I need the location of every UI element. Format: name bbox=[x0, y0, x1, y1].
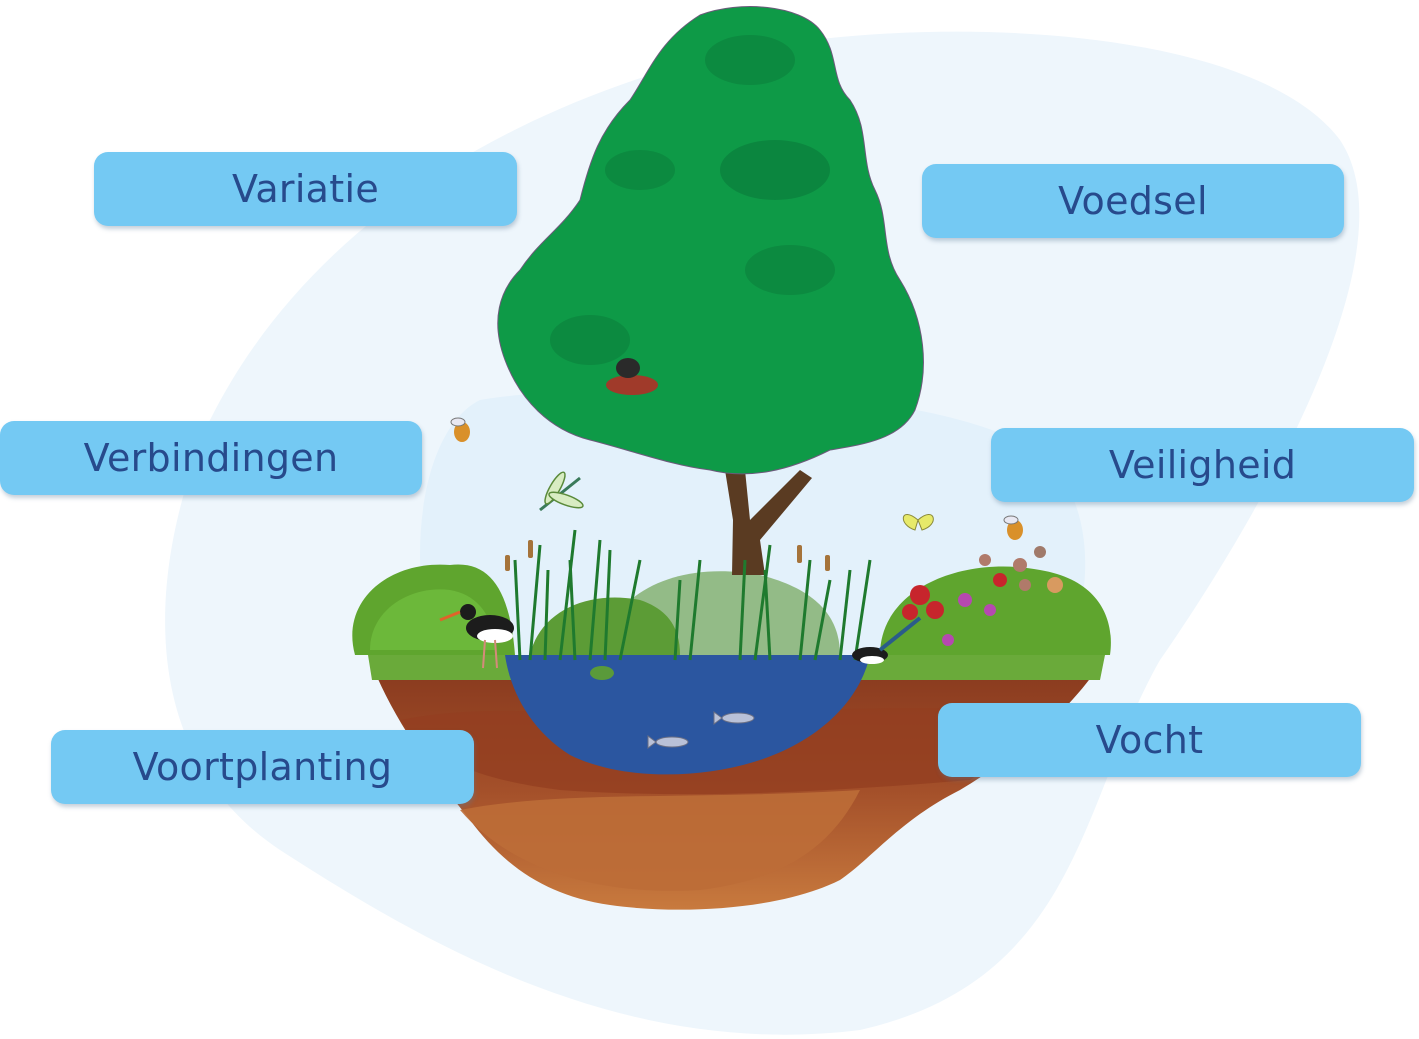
butterfly bbox=[902, 514, 934, 531]
nest-bird bbox=[606, 358, 658, 395]
flowers bbox=[902, 546, 1063, 646]
frog bbox=[590, 666, 614, 680]
fish bbox=[647, 711, 755, 749]
label-voortplanting[interactable]: Voortplanting bbox=[51, 730, 474, 804]
label-variatie[interactable]: Variatie bbox=[94, 152, 517, 226]
label-verbindingen[interactable]: Verbindingen bbox=[0, 421, 422, 495]
label-veiligheid[interactable]: Veiligheid bbox=[991, 428, 1414, 502]
cattails bbox=[505, 540, 830, 571]
tree-trunk bbox=[725, 470, 812, 575]
oystercatcher-bird bbox=[439, 604, 514, 669]
reeds bbox=[513, 529, 872, 661]
bee bbox=[450, 417, 1023, 540]
label-vocht[interactable]: Vocht bbox=[938, 703, 1361, 777]
label-voedsel[interactable]: Voedsel bbox=[922, 164, 1344, 238]
dragonfly bbox=[539, 471, 584, 512]
tree-canopy bbox=[497, 6, 924, 475]
magpie-bird bbox=[852, 616, 922, 664]
pond bbox=[505, 655, 870, 775]
